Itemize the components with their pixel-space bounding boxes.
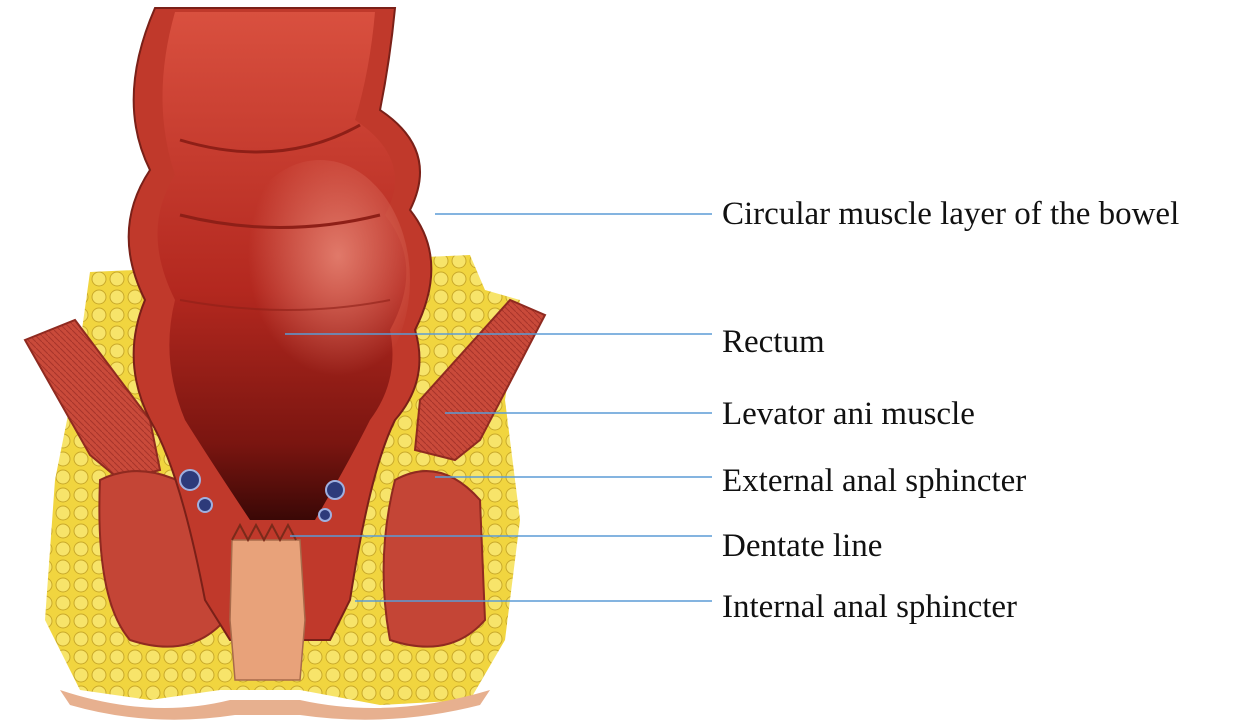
label-external-sphincter: External anal sphincter — [722, 463, 1026, 499]
label-dentate-line: Dentate line — [722, 528, 882, 564]
anal-canal — [230, 540, 305, 680]
label-levator-ani: Levator ani muscle — [722, 396, 975, 432]
external-sphincter-right — [384, 471, 485, 647]
label-circular-muscle: Circular muscle layer of the bowel — [722, 196, 1179, 232]
label-rectum: Rectum — [722, 324, 825, 360]
label-internal-sphincter: Internal anal sphincter — [722, 589, 1017, 625]
